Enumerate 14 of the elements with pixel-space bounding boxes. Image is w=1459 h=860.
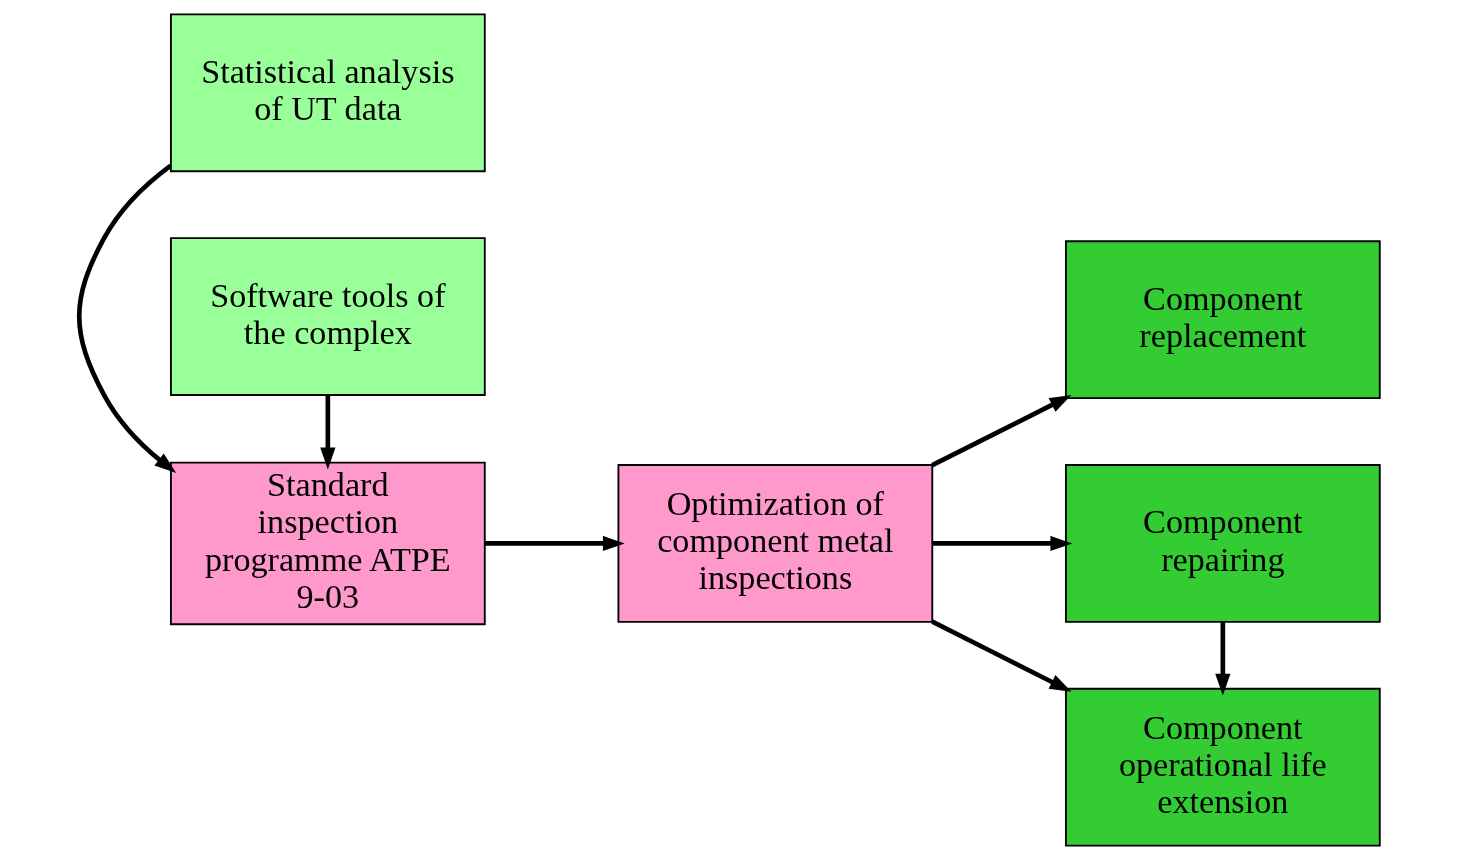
arrow — [931, 395, 1072, 468]
arrow — [320, 395, 336, 470]
arrow — [1215, 622, 1231, 696]
node-box: Optimization of component metal inspections — [617, 464, 934, 623]
arrow — [76, 163, 177, 473]
node-box: Statistical analysis of UT data — [170, 13, 486, 173]
node-box: Standard inspection programme ATPE 9-03 — [170, 461, 486, 626]
node-box: Software tools of the complex — [170, 237, 486, 396]
arrow — [932, 535, 1073, 552]
arrow — [931, 619, 1072, 692]
node-box: Component repairing — [1065, 464, 1381, 623]
node-box: Component replacement — [1065, 240, 1381, 400]
node-box: Component operational life extension — [1065, 687, 1381, 847]
arrow — [484, 535, 625, 552]
